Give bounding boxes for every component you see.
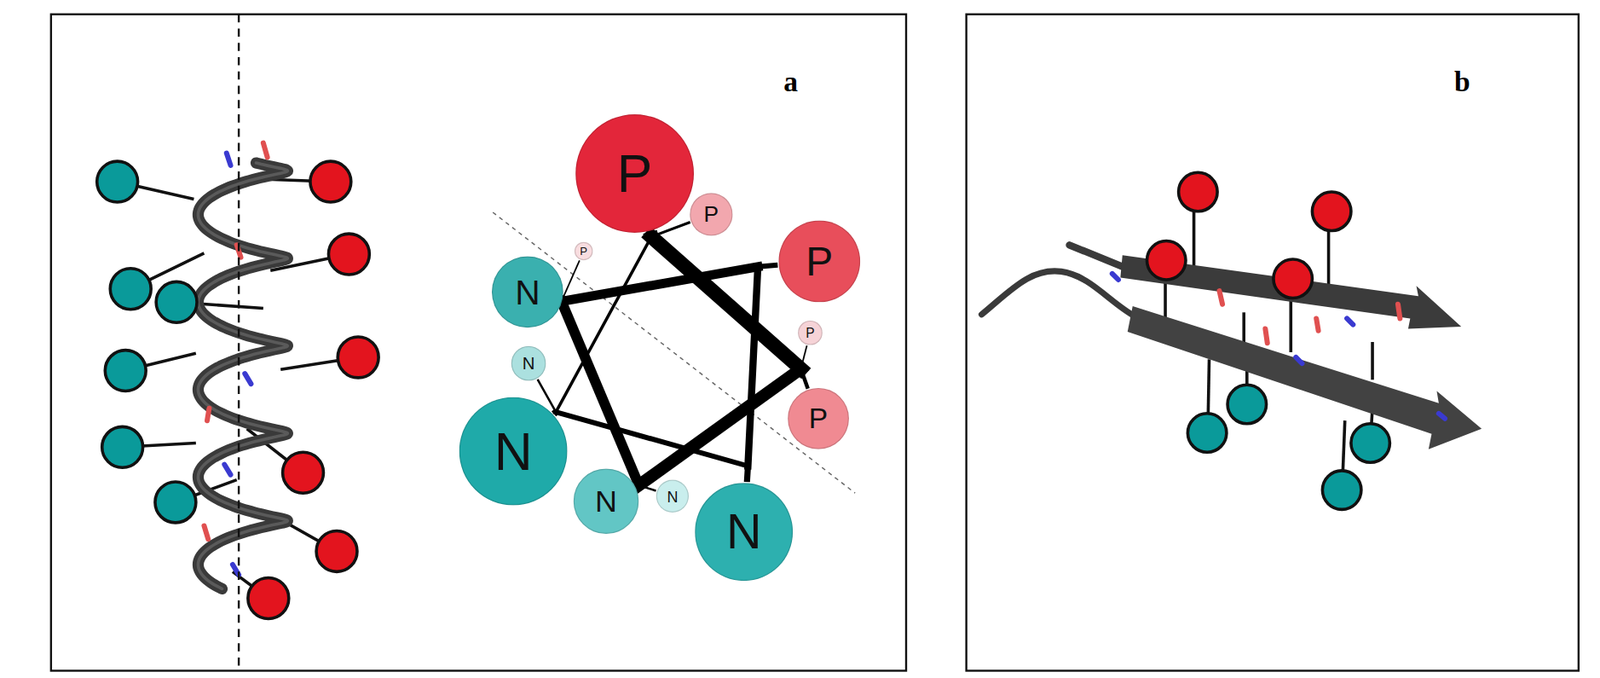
hydrophobic-residue	[1178, 172, 1218, 211]
wheel-spoke	[561, 259, 580, 301]
atom-stick	[1397, 304, 1400, 319]
atom-stick	[1112, 273, 1119, 280]
panel-frame	[51, 14, 907, 671]
residue-circle: P	[778, 220, 861, 303]
helix-backbone	[197, 162, 288, 589]
residue-letter: N	[522, 354, 536, 372]
residue-letter: P	[579, 245, 588, 257]
wheel-bond	[555, 411, 748, 466]
residue-circle: N	[459, 397, 568, 506]
wheel-spoke	[554, 411, 556, 414]
atom-stick	[207, 408, 209, 421]
atom-stick	[1295, 357, 1302, 364]
atom-stick	[1218, 290, 1223, 305]
hydrophilic-residue	[155, 281, 197, 323]
atom-stick	[1438, 413, 1445, 419]
side-chain-stick	[1342, 420, 1345, 472]
hydrophobic-residue	[248, 577, 289, 619]
hydrophilic-residue	[104, 350, 146, 392]
residue-letter: P	[805, 325, 815, 340]
side-chain-stick	[1288, 296, 1293, 353]
residue-circle: N	[491, 255, 564, 328]
hydrophobic-residue	[283, 451, 324, 493]
residue-letter: N	[514, 274, 540, 310]
wheel-spoke	[636, 485, 640, 486]
wheel-spoke	[801, 368, 809, 388]
residue-circle: N	[656, 479, 689, 513]
loop	[1069, 244, 1126, 267]
atom-stick	[1264, 328, 1267, 343]
wheel-spoke	[801, 345, 808, 369]
residue-letter: N	[726, 507, 763, 556]
residue-circle: P	[574, 242, 594, 261]
helix-axis	[237, 14, 240, 671]
beta-strand	[1127, 306, 1482, 450]
hydrophobic-residue	[337, 336, 379, 378]
residue-letter: N	[494, 424, 533, 478]
atom-stick	[203, 525, 208, 539]
residue-circle: P	[575, 114, 694, 233]
panel-label: a	[783, 67, 798, 97]
atom-stick	[1316, 317, 1318, 330]
residue-circle: N	[573, 467, 640, 534]
side-chain-stick	[1327, 229, 1331, 291]
residue-circle: P	[787, 387, 850, 450]
hydrophobic-residue	[1147, 241, 1186, 280]
hydrophilic-residue	[97, 161, 139, 203]
residue-letter: P	[808, 404, 828, 434]
atom-stick	[263, 143, 268, 158]
side-chain-stick	[1207, 358, 1209, 415]
wheel-bond	[639, 368, 802, 486]
residue-circle: P	[797, 320, 823, 346]
residue-letter: P	[617, 146, 653, 200]
hydrophilic-residue	[109, 268, 151, 310]
residue-letter: P	[704, 202, 720, 226]
residue-letter: P	[805, 241, 833, 283]
hydrophobic-residue	[1273, 259, 1312, 298]
residue-letter: N	[666, 488, 678, 504]
beta-sheet	[981, 172, 1483, 509]
wheel-bond	[555, 236, 652, 412]
hydrophilic-residue	[1187, 413, 1226, 452]
atom-stick	[244, 373, 251, 384]
hydrophobic-residue	[328, 233, 370, 275]
atom-stick	[1346, 317, 1353, 324]
atom-stick	[224, 464, 231, 475]
wheel-spoke	[639, 485, 657, 491]
panel-label: b	[1454, 67, 1471, 97]
hydrophilic-residue	[102, 426, 144, 468]
wheel-spoke	[757, 265, 778, 267]
side-chain-stick	[1370, 341, 1375, 380]
residue-circle: N	[694, 482, 793, 581]
hydrophilic-residue	[155, 481, 197, 523]
residue-letter: N	[594, 485, 618, 517]
atom-stick	[226, 153, 232, 166]
panel-frame	[966, 14, 1579, 671]
helix-highlight	[197, 162, 288, 589]
loop	[981, 271, 1142, 320]
hydrophilic-residue	[1227, 384, 1266, 423]
residue-circle: N	[511, 346, 547, 382]
hydrophilic-residue	[1322, 470, 1361, 509]
residue-circle: P	[689, 192, 733, 236]
hydrophobic-residue	[310, 161, 352, 203]
hydrophobic-residue	[1311, 191, 1351, 231]
hydrophobic-residue	[316, 530, 358, 572]
hydrophilic-residue	[1351, 423, 1390, 463]
side-chain-stick	[1192, 210, 1196, 268]
wheel-spoke	[746, 465, 748, 482]
wheel-bond	[561, 266, 758, 302]
wheel-bond	[747, 266, 758, 467]
